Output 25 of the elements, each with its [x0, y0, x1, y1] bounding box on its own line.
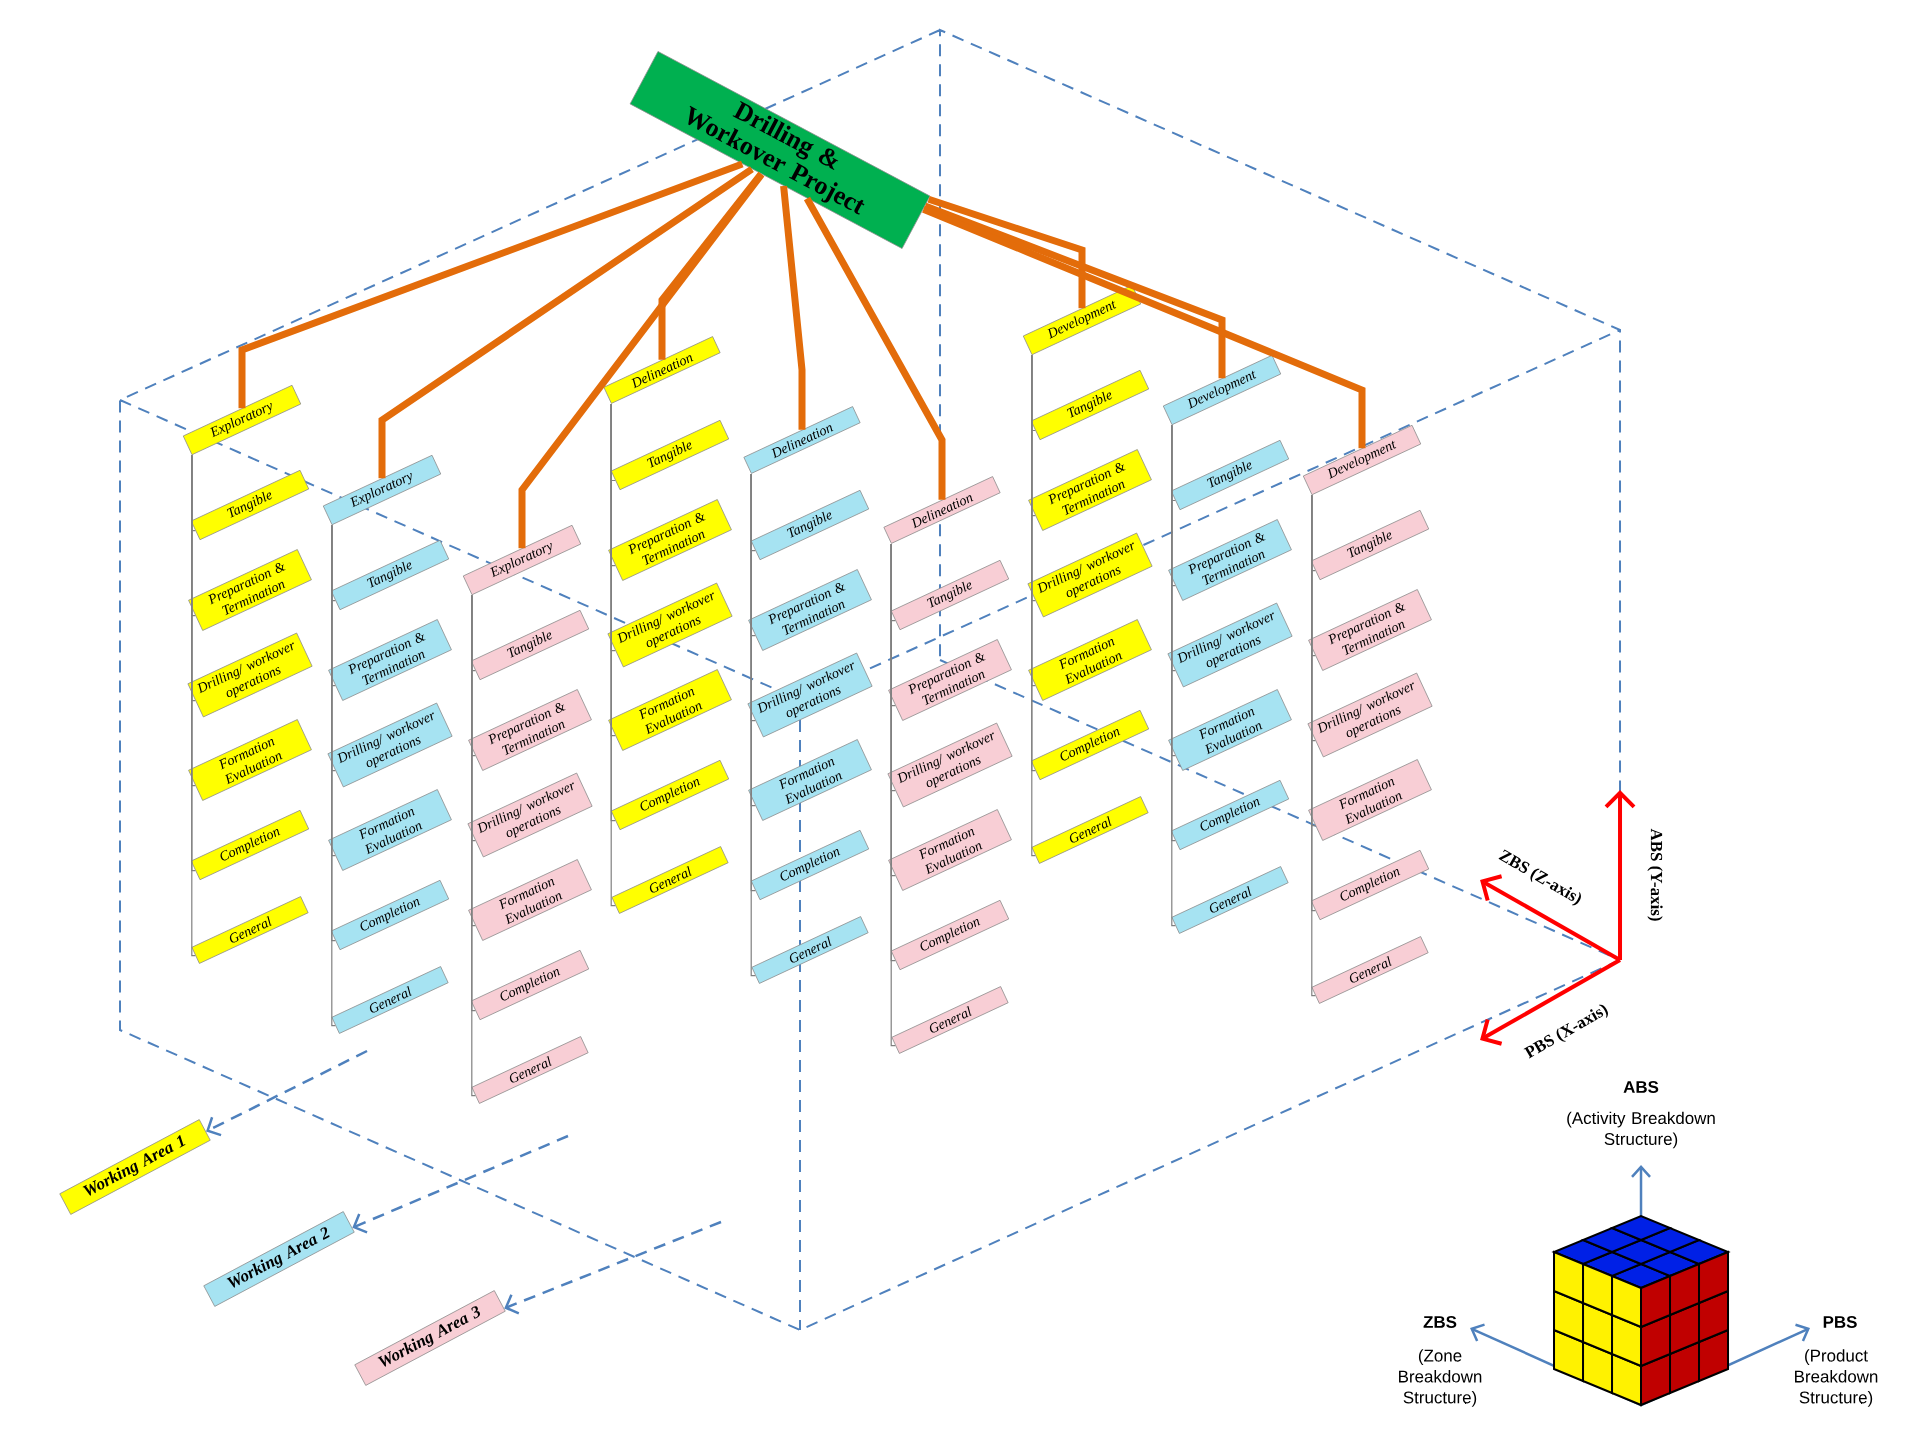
- connector-line: [1031, 354, 1036, 857]
- axis-title: ABS: [1623, 1081, 1659, 1093]
- axis-description: (Zone Breakdown Structure): [1399, 1349, 1482, 1407]
- connector-line: [890, 543, 896, 1047]
- arrow: [504, 1220, 722, 1315]
- connector-line: [1171, 424, 1176, 927]
- axis-description: (Activity Breakdown Structure): [1567, 1111, 1715, 1149]
- arrow: [206, 1049, 368, 1137]
- connector-line: [518, 172, 765, 549]
- axis-title: PBS: [1823, 1316, 1857, 1328]
- connector-line: [191, 454, 196, 957]
- connector-line: [922, 205, 1366, 449]
- connector-line: [923, 202, 1226, 379]
- connector-line: [1311, 494, 1316, 997]
- axis-title: ZBS: [1423, 1316, 1457, 1328]
- connector-line: [238, 160, 744, 409]
- connector-line: [750, 473, 756, 977]
- connector-line: [471, 594, 476, 1097]
- connector-line: [378, 166, 754, 479]
- connector-line: [610, 403, 616, 907]
- connector-line: [927, 195, 1086, 309]
- arrow: [352, 1134, 569, 1234]
- axis-description: (Product Breakdown Structure): [1795, 1349, 1878, 1407]
- connector-line: [331, 524, 336, 1027]
- axis-label: ABS (Y-axis): [1647, 828, 1663, 921]
